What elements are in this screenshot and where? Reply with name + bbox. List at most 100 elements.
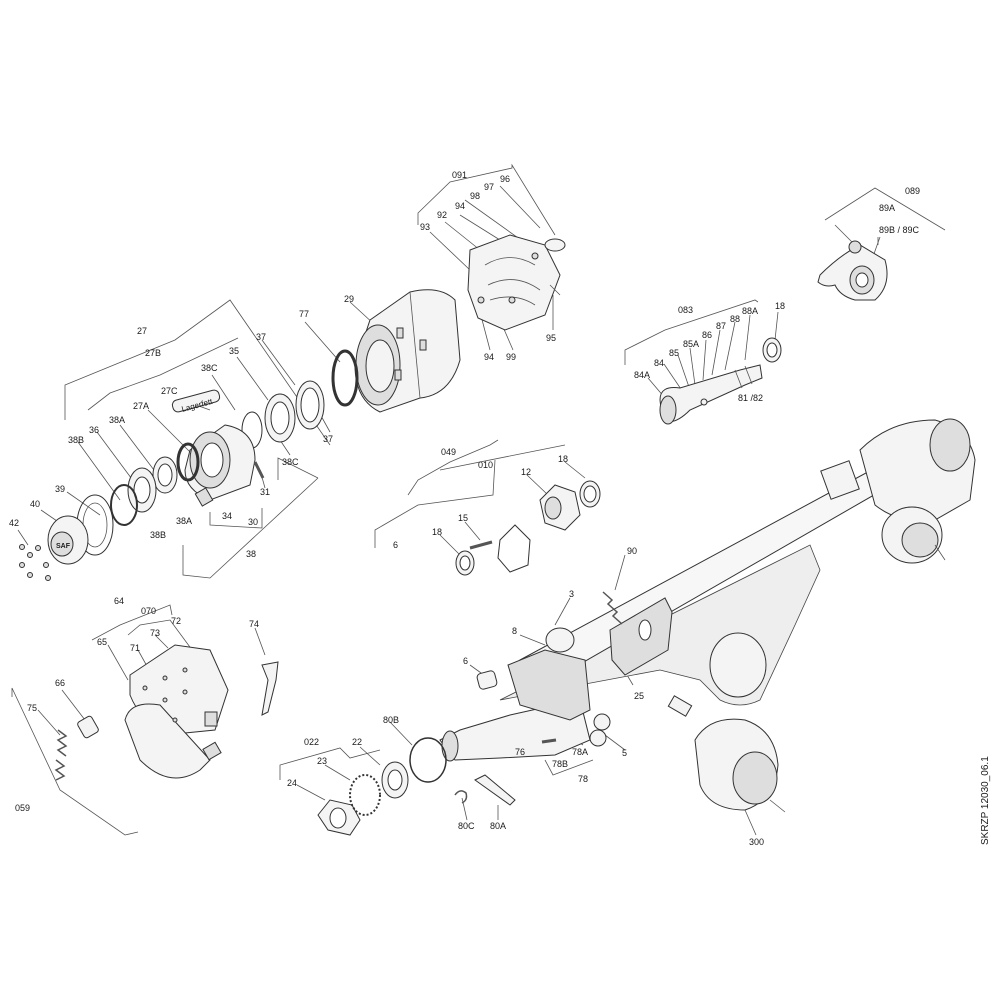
callout-label: 38C xyxy=(282,457,299,467)
drawing-reference: SKRZP 12030_06.1 xyxy=(980,756,991,845)
callout-label: 98 xyxy=(470,191,480,201)
callout-label: 15 xyxy=(458,513,468,523)
callout-label: 39 xyxy=(55,484,65,494)
grease-tube xyxy=(171,389,221,413)
callout-label: 97 xyxy=(484,182,494,192)
callout-label: 010 xyxy=(478,460,493,470)
callout-label: 29 xyxy=(344,294,354,304)
callout-label: 71 xyxy=(130,643,140,653)
callout-label: 18 xyxy=(558,454,568,464)
callout-label: 94 xyxy=(484,352,494,362)
callout-label: 40 xyxy=(30,499,40,509)
callout-label: 80C xyxy=(458,821,475,831)
brake-drum xyxy=(354,289,461,413)
callout-label: 27A xyxy=(133,401,149,411)
callout-label: 022 xyxy=(304,737,319,747)
callout-label: 25 xyxy=(634,691,644,701)
callout-label: 76 xyxy=(515,747,525,757)
callout-label: 38 xyxy=(246,549,256,559)
callout-label: 85 xyxy=(669,348,679,358)
callout-label: 18 xyxy=(775,301,785,311)
callout-label: 88A xyxy=(742,306,758,316)
group-brackets xyxy=(11,163,946,836)
brake-shoes xyxy=(124,644,229,779)
brake-chamber xyxy=(667,695,786,813)
callout-label: 27C xyxy=(161,386,178,396)
callout-label: 34 xyxy=(222,511,232,521)
callout-label: 22 xyxy=(352,737,362,747)
callout-label: 6 xyxy=(463,656,468,666)
callout-label: 73 xyxy=(150,628,160,638)
callout-label: 30 xyxy=(248,517,258,527)
callout-label: 27 xyxy=(137,326,147,336)
seals-and-hose xyxy=(409,670,516,806)
callout-label: 90 xyxy=(627,546,637,556)
hub xyxy=(184,424,265,507)
backing-plate xyxy=(467,234,566,331)
callout-label: 091 xyxy=(452,170,467,180)
callout-label: 31 xyxy=(260,487,270,497)
callout-label: 88 xyxy=(730,314,740,324)
callout-label: 42 xyxy=(9,518,19,528)
callout-label: 89A xyxy=(879,203,895,213)
callout-label: 300 xyxy=(749,837,764,847)
callout-label: 23 xyxy=(317,756,327,766)
callout-label: 089 xyxy=(905,186,920,196)
cap-screws xyxy=(19,544,51,581)
callout-label: 6 xyxy=(393,540,398,550)
callout-label: 38B xyxy=(150,530,166,540)
callout-label: 93 xyxy=(420,222,430,232)
callout-label: 74 xyxy=(249,619,259,629)
callout-label: 78B xyxy=(552,759,568,769)
callout-label: 80A xyxy=(490,821,506,831)
callout-label: 94 xyxy=(455,201,465,211)
callout-label: 64 xyxy=(114,596,124,606)
callout-label: 66 xyxy=(55,678,65,688)
bearing-rings-lower xyxy=(110,442,200,526)
callout-label: 8 xyxy=(512,626,517,636)
callout-label: 72 xyxy=(171,616,181,626)
callout-label: 37 xyxy=(323,434,333,444)
callout-label: 049 xyxy=(441,447,456,457)
callout-label: 92 xyxy=(437,210,447,220)
callout-label: 38A xyxy=(176,516,192,526)
callout-label: 5 xyxy=(622,748,627,758)
callout-label: 059 xyxy=(15,803,30,813)
callout-label: 35 xyxy=(229,346,239,356)
hub-cap-logo: SAF xyxy=(56,543,71,550)
axle-nut-set xyxy=(317,761,409,836)
callout-label: 083 xyxy=(678,305,693,315)
retaining-clip xyxy=(261,661,279,716)
callout-label: 99 xyxy=(506,352,516,362)
hub-cap xyxy=(47,515,89,565)
callout-label: 85A xyxy=(683,339,699,349)
callout-label: 3 xyxy=(569,589,574,599)
callout-label: 65 xyxy=(97,637,107,647)
callout-label: 38B xyxy=(68,435,84,445)
callout-label: 37 xyxy=(256,332,266,342)
callout-label: 84A xyxy=(634,370,650,380)
callout-label: 81 /82 xyxy=(738,393,763,403)
camshaft xyxy=(659,337,782,425)
bearing-rings-upper xyxy=(241,380,325,449)
callout-label: 12 xyxy=(521,467,531,477)
seal-ring xyxy=(331,349,359,407)
callout-label: 96 xyxy=(500,174,510,184)
callout-label: 77 xyxy=(299,309,309,319)
return-springs xyxy=(54,715,99,781)
slack-adjuster xyxy=(817,240,888,301)
callout-label: 86 xyxy=(702,330,712,340)
axle-assembly xyxy=(439,459,901,762)
callout-label: 84 xyxy=(654,358,664,368)
callout-label: 36 xyxy=(89,425,99,435)
callout-label: 27B xyxy=(145,348,161,358)
cam-bracket xyxy=(455,480,601,576)
callout-label: 070 xyxy=(141,606,156,616)
callout-label: 75 xyxy=(27,703,37,713)
callout-label: 78A xyxy=(572,747,588,757)
callout-label: 18 xyxy=(432,527,442,537)
callout-label: 87 xyxy=(716,321,726,331)
right-wheel-end xyxy=(820,418,976,564)
callout-label: 24 xyxy=(287,778,297,788)
